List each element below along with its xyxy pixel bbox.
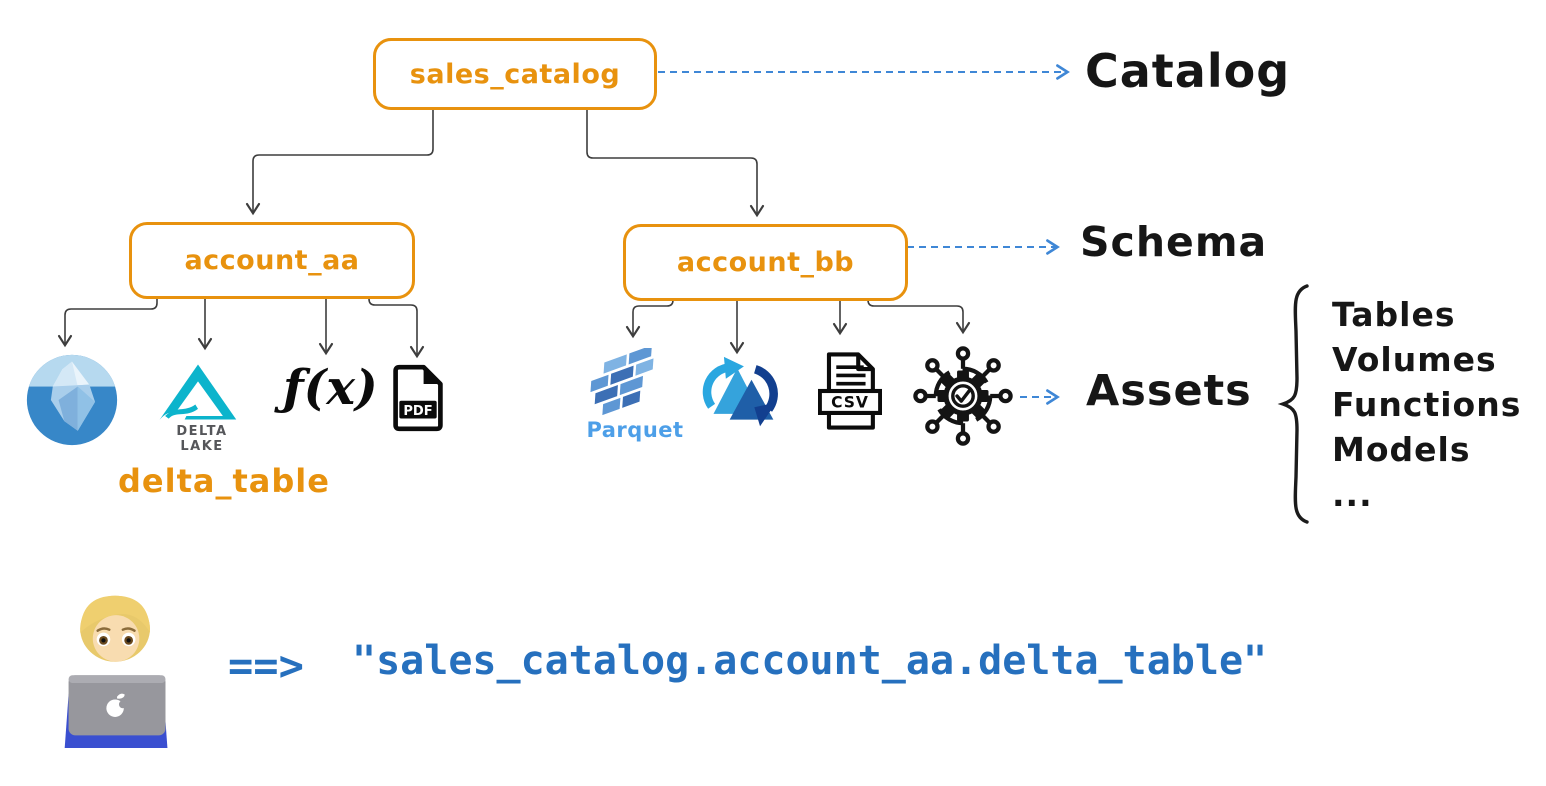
- iceberg-icon: [26, 354, 118, 446]
- assets-level-label: Assets: [1086, 366, 1252, 416]
- asset-type-item: Volumes: [1332, 340, 1497, 379]
- delta-lake-caption: DELTA LAKE: [176, 424, 228, 454]
- curly-brace: [1277, 284, 1309, 524]
- parquet-icon: [590, 348, 654, 416]
- person-at-laptop-icon: [64, 595, 168, 748]
- delta-table-caption: delta_table: [118, 462, 330, 500]
- asset-type-item: Tables: [1332, 295, 1456, 334]
- pdf-icon: PDF: [393, 364, 443, 432]
- schema-node-account-bb: account_bb: [623, 224, 908, 301]
- ml-gear-network-icon: [913, 346, 1013, 446]
- csv-icon: CSV: [818, 352, 882, 430]
- asset-type-item: ...: [1332, 475, 1373, 514]
- parquet-caption: Parquet: [586, 418, 684, 442]
- schema-level-label: Schema: [1080, 218, 1268, 266]
- asset-type-item: Functions: [1332, 385, 1522, 424]
- three-level-namespace-path: "sales_catalog.account_aa.delta_table": [352, 638, 1268, 684]
- maps-to-arrow: ==>: [228, 641, 304, 690]
- delta-sync-icon: [702, 356, 778, 427]
- pdf-label: PDF: [403, 404, 432, 419]
- schema-node-label: account_bb: [676, 247, 855, 278]
- asset-type-list: Tables Volumes Functions Models ...: [1332, 292, 1521, 517]
- delta-lake-icon: [159, 364, 237, 420]
- asset-type-item: Models: [1332, 430, 1471, 469]
- catalog-node: sales_catalog: [373, 38, 657, 110]
- schema-node-account-aa: account_aa: [129, 222, 415, 299]
- function-icon: ƒ(x): [283, 360, 378, 416]
- catalog-level-label: Catalog: [1085, 44, 1291, 98]
- csv-label: CSV: [831, 393, 869, 411]
- catalog-node-label: sales_catalog: [409, 58, 621, 90]
- schema-node-label: account_aa: [184, 245, 360, 276]
